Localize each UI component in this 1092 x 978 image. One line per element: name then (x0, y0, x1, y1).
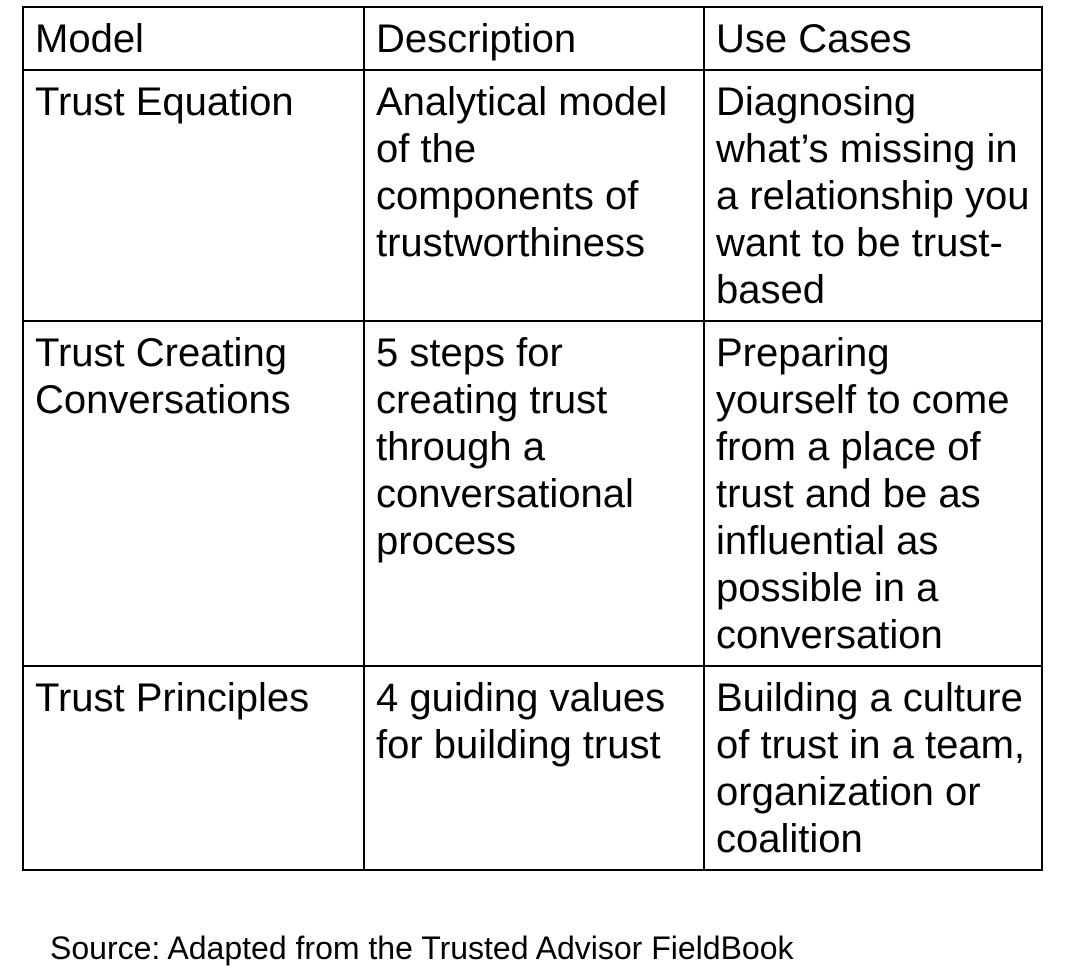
cell-description: 5 steps for creating trust through a con… (363, 320, 705, 667)
cell-description: 4 guiding values for building trust (363, 665, 705, 871)
cell-use-cases: Building a culture of trust in a team, o… (703, 665, 1043, 871)
table-row-trust-principles: Trust Principles 4 guiding values for bu… (22, 665, 1043, 871)
trust-models-table: Model Description Use Cases Trust Equati… (22, 6, 1043, 871)
table-row-trust-creating-conversations: Trust Creating Conversations 5 steps for… (22, 320, 1043, 667)
source-note: Source: Adapted from the Trusted Advisor… (50, 930, 794, 966)
table-row-trust-equation: Trust Equation Analytical model of the c… (22, 69, 1043, 322)
cell-model: Trust Creating Conversations (22, 320, 365, 667)
header-row: Model Description Use Cases (22, 6, 1043, 71)
cell-model: Trust Equation (22, 69, 365, 322)
column-header-model: Model (22, 6, 365, 71)
cell-use-cases: Preparing yourself to come from a place … (703, 320, 1043, 667)
cell-use-cases: Diagnosing what’s missing in a relations… (703, 69, 1043, 322)
cell-model: Trust Principles (22, 665, 365, 871)
column-header-description: Description (363, 6, 705, 71)
column-header-use-cases: Use Cases (703, 6, 1043, 71)
cell-description: Analytical model of the components of tr… (363, 69, 705, 322)
